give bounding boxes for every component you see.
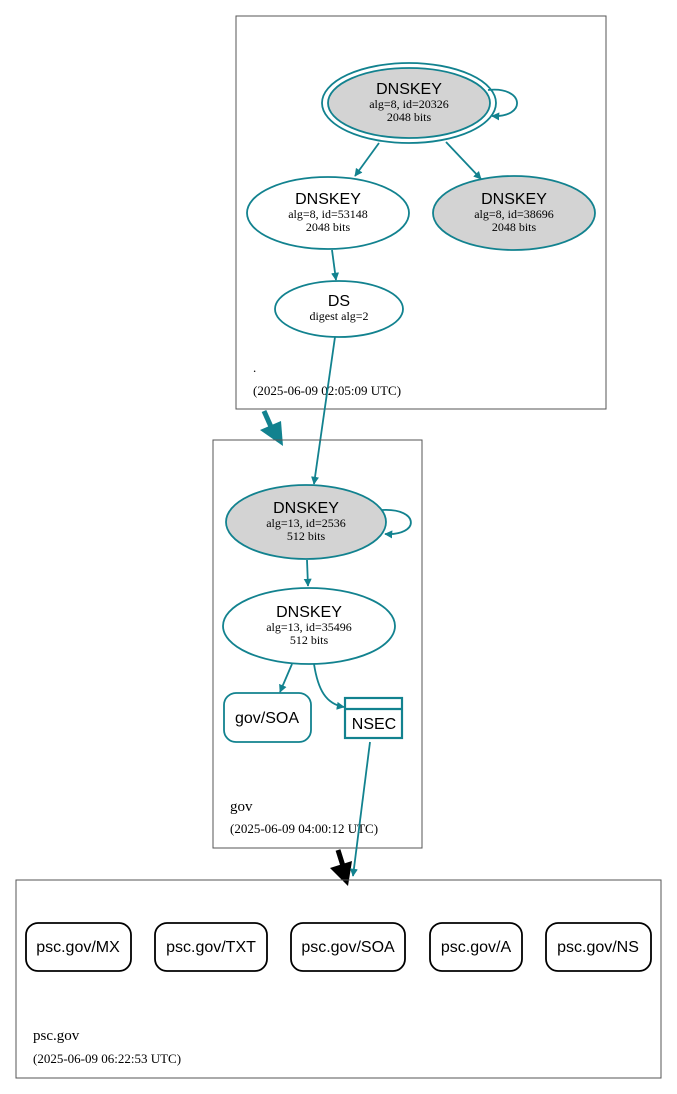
gov-ds-node: DS digest alg=2 [274, 280, 404, 338]
zone-gov: DNSKEY alg=13, id=2536 512 bits DNSKEY a… [212, 439, 423, 849]
zone-psc-name: psc.gov [33, 1028, 80, 1044]
zone-gov-border [212, 439, 423, 849]
root-key3-alg: alg=8, id=38696 [474, 207, 554, 221]
gov-ksk-node: DNSKEY alg=13, id=2536 512 bits [225, 484, 387, 560]
root-key3-bits: 2048 bits [492, 220, 537, 234]
zone-psc: psc.gov/MX psc.gov/TXT psc.gov/SOA psc.g… [15, 879, 662, 1079]
root-zsk-node: DNSKEY alg=8, id=53148 2048 bits [246, 176, 410, 250]
psc-a-node: psc.gov/A [429, 922, 523, 972]
edge-root-ksk-to-zsk [354, 142, 380, 177]
edge-root-ksk-to-key3 [445, 141, 482, 180]
root-key3-type: DNSKEY [481, 191, 547, 208]
root-zsk-alg: alg=8, id=53148 [288, 207, 368, 221]
edge-root-zsk-to-ds [331, 249, 340, 281]
gov-nsec-node: NSEC [343, 696, 404, 740]
zone-psc-border [15, 879, 662, 1079]
root-ksk-alg: alg=8, id=20326 [369, 97, 449, 111]
edge-ds-to-gov-ksk [311, 336, 336, 485]
edge-gov-zsk-to-nsec [313, 663, 345, 710]
gov-ksk-self-edge [381, 509, 412, 539]
gov-ksk-type: DNSKEY [273, 500, 339, 517]
gov-zsk-bits: 512 bits [290, 633, 329, 647]
psc-txt-node: psc.gov/TXT [154, 922, 268, 972]
psc-ns-node: psc.gov/NS [545, 922, 652, 972]
zone-root-name: . [253, 360, 256, 375]
gov-nsec-label: NSEC [352, 716, 396, 733]
psc-a-label: psc.gov/A [441, 939, 512, 956]
psc-ns-label: psc.gov/NS [557, 939, 639, 956]
edge-nsec-to-psc [349, 741, 371, 877]
psc-soa-node: psc.gov/SOA [290, 922, 406, 972]
gov-soa-node: gov/SOA [223, 692, 312, 743]
gov-ksk-alg: alg=13, id=2536 [266, 516, 346, 530]
ds-type: DS [328, 293, 350, 310]
psc-txt-label: psc.gov/TXT [166, 939, 256, 956]
gov-ksk-bits: 512 bits [287, 529, 326, 543]
delegation-gov-to-psc-head [330, 861, 352, 886]
root-ksk-bits: 2048 bits [387, 110, 432, 124]
zone-root-border [235, 15, 607, 410]
psc-mx-label: psc.gov/MX [36, 939, 120, 956]
psc-soa-label: psc.gov/SOA [301, 939, 395, 956]
delegation-gov-to-psc [335, 849, 346, 867]
zone-root: DNSKEY alg=8, id=20326 2048 bits DNSKEY … [235, 15, 607, 410]
ds-digest: digest alg=2 [309, 309, 368, 323]
edge-gov-zsk-to-soa [279, 663, 293, 693]
gov-zsk-alg: alg=13, id=35496 [266, 620, 352, 634]
edge-gov-ksk-to-zsk [303, 559, 312, 587]
zone-gov-name: gov [230, 799, 253, 815]
root-ksk-self-edge [487, 88, 518, 121]
root-ksk-type: DNSKEY [376, 81, 442, 98]
zone-gov-timestamp: (2025-06-09 04:00:12 UTC) [230, 821, 378, 836]
gov-zsk-node: DNSKEY alg=13, id=35496 512 bits [222, 587, 396, 665]
root-ksk-node: DNSKEY alg=8, id=20326 2048 bits [321, 62, 497, 144]
root-zsk-bits: 2048 bits [306, 220, 351, 234]
gov-soa-label: gov/SOA [235, 710, 299, 727]
zone-psc-timestamp: (2025-06-09 06:22:53 UTC) [33, 1051, 181, 1066]
gov-zsk-type: DNSKEY [276, 604, 342, 621]
psc-mx-node: psc.gov/MX [25, 922, 132, 972]
root-zsk-type: DNSKEY [295, 191, 361, 208]
root-key-38696-node: DNSKEY alg=8, id=38696 2048 bits [432, 175, 596, 251]
